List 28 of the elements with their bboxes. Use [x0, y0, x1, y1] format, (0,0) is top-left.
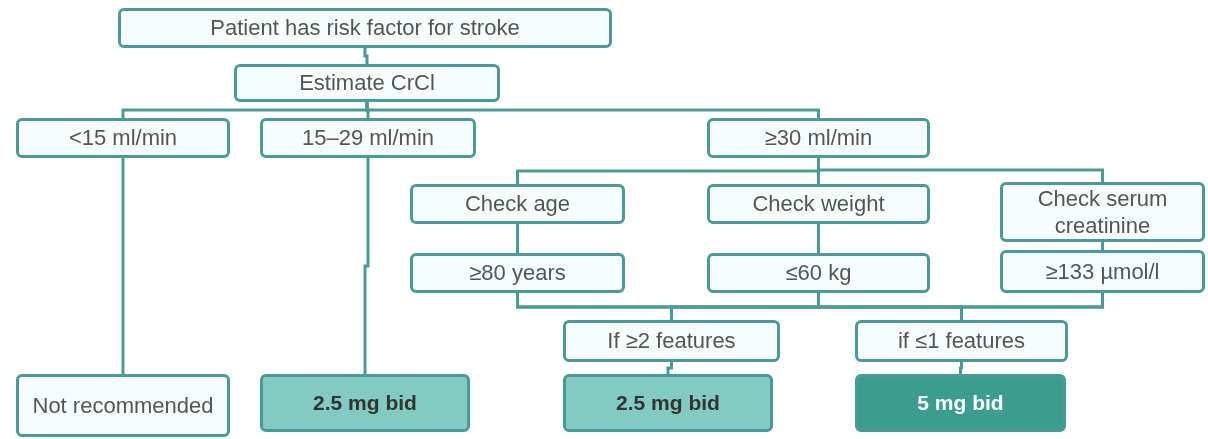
dose-box: 2.5 mg bid [260, 374, 470, 432]
connector-line [1101, 242, 1104, 250]
process-box: Check weight [707, 184, 930, 224]
connector-line [817, 158, 1104, 182]
process-box: Check serum creatinine [1000, 182, 1205, 242]
process-box: ≥30 ml/min [707, 118, 930, 158]
process-box: ≥80 years [410, 253, 625, 293]
process-box: if ≤1 features [855, 320, 1068, 362]
connector-line [817, 224, 820, 253]
process-box: 15–29 ml/min [260, 118, 476, 158]
connector-line [365, 102, 820, 118]
connector-line [959, 362, 963, 374]
dose-box: 2.5 mg bid [563, 374, 773, 432]
connector-line [121, 158, 125, 374]
process-box: Check age [410, 184, 625, 224]
process-box: ≥133 µmol/l [1000, 250, 1205, 293]
process-box: If ≥2 features [563, 320, 780, 362]
connector-line [960, 293, 1104, 320]
connector-line [363, 158, 370, 374]
process-box: ≤60 kg [707, 253, 930, 293]
process-box: Not recommended [16, 374, 230, 437]
dose-box: 5 mg bid [855, 374, 1066, 432]
process-box: Estimate CrCl [234, 64, 500, 102]
process-box: <15 ml/min [16, 118, 230, 158]
connector-line [666, 362, 673, 374]
connector-line [516, 224, 519, 253]
process-box: Patient has risk factor for stroke [118, 8, 612, 48]
connector-line [363, 48, 369, 64]
